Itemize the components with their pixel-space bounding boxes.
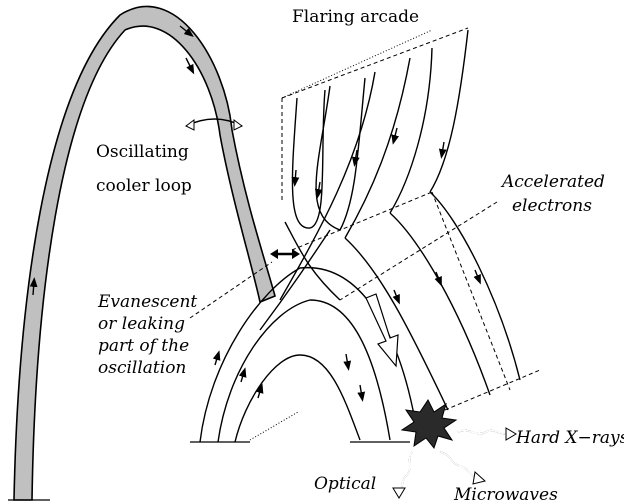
label-flaring-arcade: Flaring arcade xyxy=(292,7,419,27)
evanescent-pointer xyxy=(189,261,273,319)
arcade-loop-outer xyxy=(199,267,416,443)
starburst xyxy=(400,399,458,450)
label-accelerated-1: Accelerated xyxy=(500,172,605,192)
label-microwaves: Microwaves xyxy=(453,485,558,503)
label-accelerated-2: electrons xyxy=(512,196,592,216)
arcade-top-dashed xyxy=(281,27,469,99)
microwave-wave-inner xyxy=(439,451,479,479)
arcade-loop-inner xyxy=(234,354,361,443)
cool-loop-arrow-top xyxy=(179,25,194,38)
electrons-pointer xyxy=(339,201,498,301)
arcade-arrow-5 xyxy=(357,384,366,402)
cusp-line-4 xyxy=(344,57,411,239)
cusp-line-2 xyxy=(315,77,366,231)
label-evanescent-4: oscillation xyxy=(98,358,186,378)
cusp-arrow-5 xyxy=(438,141,447,159)
arcade-arrow-1 xyxy=(212,350,221,366)
cool-loop-arrow-right xyxy=(185,57,195,75)
label-optical: Optical xyxy=(314,474,376,494)
arcade-arrow-8 xyxy=(473,269,481,285)
arcade-arrow-2 xyxy=(238,367,247,383)
cool-loop-arrow-up xyxy=(29,277,38,296)
label-oscillating-1: Oscillating xyxy=(96,142,189,162)
cusp-arrow-4 xyxy=(391,127,399,145)
cusp-arrow-2 xyxy=(314,181,323,199)
arcade-arrow-3 xyxy=(255,383,264,399)
arcade-line-a xyxy=(344,237,449,411)
x-line-2 xyxy=(259,229,331,331)
arcade-mid-dashed xyxy=(291,191,433,251)
arcade-line-b xyxy=(389,212,491,396)
arcade-arrow-4 xyxy=(343,353,352,371)
cusp-arrow-1 xyxy=(291,169,300,187)
arcade-arrow-7 xyxy=(434,271,442,287)
footpoint-dotted xyxy=(249,411,299,441)
hardxray-wave-inner xyxy=(457,429,511,436)
arcade-bottom-dashed xyxy=(444,369,541,411)
cusp-line-5 xyxy=(389,47,433,214)
x-line-1 xyxy=(284,221,341,301)
label-hard-xrays: Hard X−rays xyxy=(515,428,624,448)
label-oscillating-2: cooler loop xyxy=(96,176,192,196)
arcade-line-c xyxy=(429,191,521,381)
cool-loop xyxy=(13,5,276,501)
label-evanescent-3: part of the xyxy=(98,336,189,356)
cusp-line-6 xyxy=(429,29,469,193)
label-evanescent-1: Evanescent xyxy=(97,292,197,312)
electron-beam-arrow xyxy=(365,293,399,368)
label-evanescent-2: or leaking xyxy=(98,314,185,334)
arcade-loop-middle xyxy=(217,299,391,443)
arcade-lower-dashed xyxy=(431,191,511,391)
cusp-line-3 xyxy=(279,71,376,301)
cusp-arrow-3 xyxy=(351,149,360,167)
optical-wave-inner xyxy=(399,451,413,493)
arcade-arrow-6 xyxy=(392,289,400,305)
arcade-top-dashed-2 xyxy=(281,29,433,99)
cusp-line-1 xyxy=(291,89,326,229)
